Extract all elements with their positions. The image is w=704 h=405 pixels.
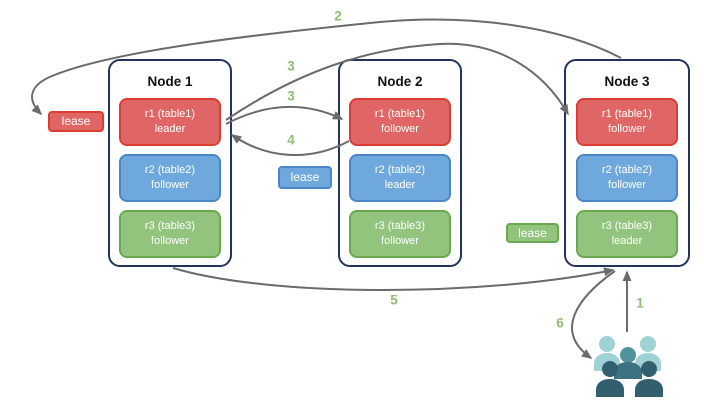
- node-1-replica-r3: r3 (table3) follower: [119, 210, 221, 258]
- node-2-replica-r1: r1 (table1) follower: [349, 98, 451, 146]
- replica-role: follower: [151, 235, 189, 247]
- replica-name: r3 (table3): [144, 220, 196, 232]
- node-1-replica-r2: r2 (table2) follower: [119, 154, 221, 202]
- replica-name: r3 (table3): [601, 220, 653, 232]
- node-2-replica-r3: r3 (table3) follower: [349, 210, 451, 258]
- replica-name: r2 (table2): [144, 164, 196, 176]
- step-4-label: 4: [287, 132, 295, 148]
- node-1-box: Node 1 r1 (table1) leader r2 (table2) fo…: [108, 59, 232, 267]
- replica-role: leader: [384, 179, 416, 191]
- replica-role: leader: [611, 235, 643, 247]
- replica-name: r1 (table1): [144, 108, 196, 120]
- node-2-replica-r2: r2 (table2) leader: [349, 154, 451, 202]
- replica-role: follower: [381, 123, 419, 135]
- replica-role: follower: [608, 123, 646, 135]
- replica-name: r1 (table1): [374, 108, 426, 120]
- arrow-step6-response: [571, 270, 616, 359]
- replica-role: follower: [608, 179, 646, 191]
- node-3-box: Node 3 r1 (table1) follower r2 (table2) …: [564, 59, 690, 267]
- node-1-title: Node 1: [147, 74, 193, 89]
- replica-name: r2 (table2): [601, 164, 653, 176]
- arrow-step3-to-node2: [225, 105, 344, 125]
- step-5-label: 5: [390, 292, 398, 308]
- replica-name: r3 (table3): [374, 220, 426, 232]
- replica-role: leader: [154, 123, 186, 135]
- lease-badge-table2: lease: [278, 166, 332, 189]
- lease-badge-table1: lease: [48, 111, 104, 132]
- node-3-replica-r3: r3 (table3) leader: [576, 210, 678, 258]
- node-1-replica-r1: r1 (table1) leader: [119, 98, 221, 146]
- arrow-step5-response: [172, 267, 615, 291]
- node-3-replica-r1: r1 (table1) follower: [576, 98, 678, 146]
- replica-name: r1 (table1): [601, 108, 653, 120]
- replica-role: follower: [381, 235, 419, 247]
- node-3-title: Node 3: [604, 74, 650, 89]
- replica-name: r2 (table2): [374, 164, 426, 176]
- node-2-box: Node 2 r1 (table1) follower r2 (table2) …: [338, 59, 462, 267]
- step-3-label-a: 3: [287, 58, 295, 74]
- step-3-label-b: 3: [287, 88, 295, 104]
- step-2-label: 2: [334, 8, 342, 24]
- lease-badge-table3: lease: [506, 223, 559, 243]
- node-3-replica-r2: r2 (table2) follower: [576, 154, 678, 202]
- node-2-title: Node 2: [377, 74, 423, 89]
- step-1-label: 1: [636, 295, 644, 311]
- step-6-label: 6: [556, 315, 564, 331]
- users-group-icon: [594, 336, 663, 397]
- replica-role: follower: [151, 179, 189, 191]
